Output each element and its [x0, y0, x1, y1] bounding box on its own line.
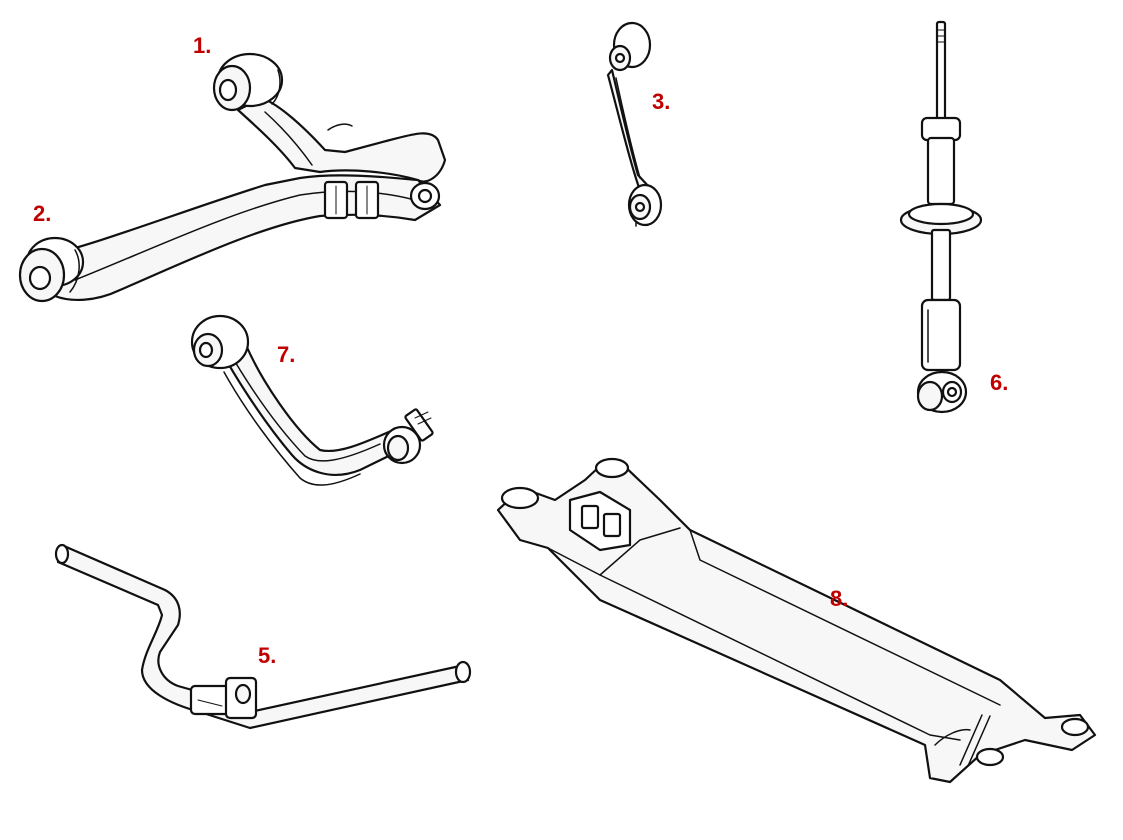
part-label-6: 6.	[990, 370, 1009, 395]
lower-control-arm-icon	[18, 52, 447, 303]
upper-control-arm-icon	[190, 314, 434, 486]
part-label-1: 1.	[193, 33, 212, 58]
subframe-crossmember-icon	[496, 457, 1097, 784]
part-label-3: 3.	[652, 89, 671, 114]
stabilizer-bar-icon	[54, 543, 472, 730]
shock-absorber-icon	[899, 20, 983, 414]
part-label-2: 2.	[33, 201, 52, 226]
part-label-5: 5.	[258, 643, 277, 668]
part-label-8: 8.	[830, 586, 849, 611]
part-label-7: 7.	[277, 342, 296, 367]
stabilizer-link-icon	[606, 21, 663, 227]
